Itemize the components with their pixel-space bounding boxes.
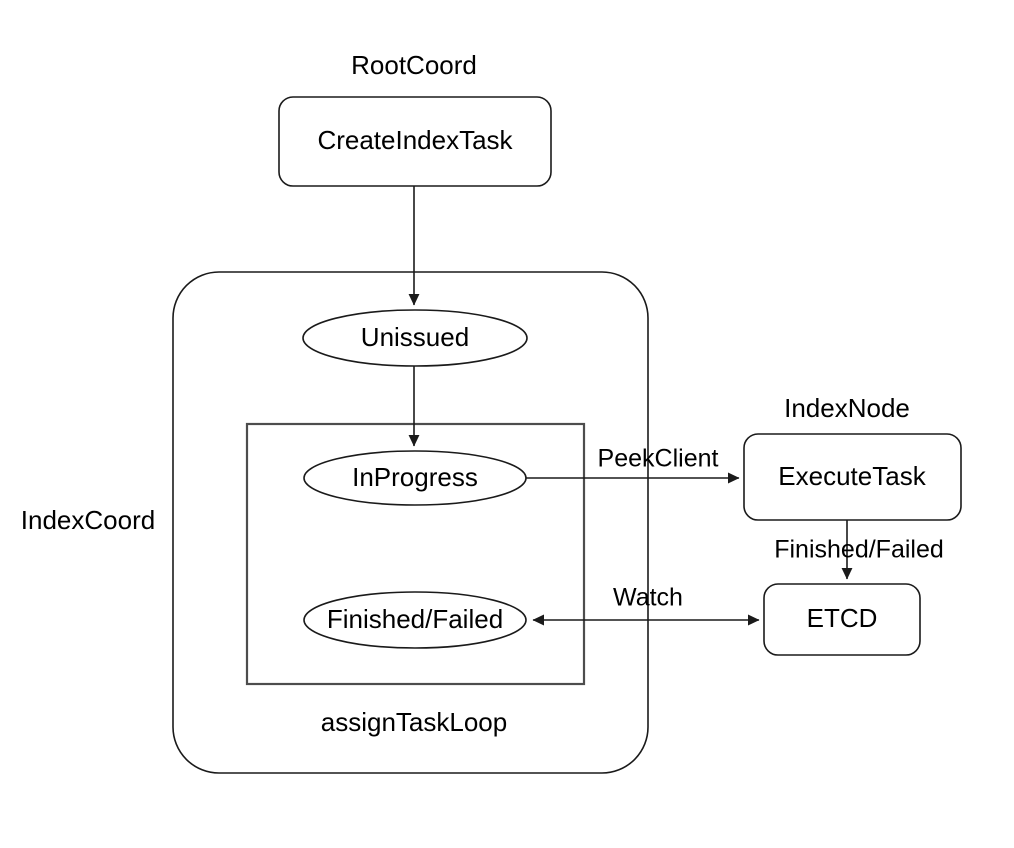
node-unissued[interactable]: Unissued (302, 309, 528, 367)
group-label-assigntaskloop: assignTaskLoop (321, 707, 507, 737)
node-finished-failed[interactable]: Finished/Failed (303, 591, 527, 649)
group-label-indexcoord: IndexCoord (21, 505, 155, 535)
edge-label-watch: Watch (613, 584, 683, 612)
group-label-rootcoord: RootCoord (351, 50, 477, 80)
in-progress-label: InProgress (352, 462, 478, 492)
indexcoord-container (172, 271, 649, 774)
execute-task-label: ExecuteTask (778, 461, 926, 491)
in-progress-shape[interactable] (303, 450, 527, 506)
group-indexcoord: IndexCoord (21, 271, 649, 774)
node-execute-task[interactable]: ExecuteTask (743, 433, 962, 521)
edge-etcd-to-finishedfailed: Watch (532, 584, 760, 626)
create-index-task-shape[interactable] (278, 96, 552, 187)
etcd-shape[interactable] (763, 583, 921, 656)
assigntaskloop-container (245, 422, 586, 686)
execute-task-shape[interactable] (743, 433, 962, 521)
edge-label-peekclient: PeekClient (598, 445, 719, 473)
unissued-shape[interactable] (302, 309, 528, 367)
finished-failed-label: Finished/Failed (327, 604, 503, 634)
edge-label-finished-failed: Finished/Failed (774, 536, 944, 564)
group-assigntaskloop: assignTaskLoop (245, 422, 586, 737)
group-label-indexnode: IndexNode (784, 393, 910, 423)
node-in-progress[interactable]: InProgress (303, 450, 527, 506)
node-create-index-task[interactable]: CreateIndexTask (278, 96, 552, 187)
create-index-task-label: CreateIndexTask (317, 125, 513, 155)
finished-failed-shape[interactable] (303, 591, 527, 649)
node-etcd[interactable]: ETCD (763, 583, 921, 656)
edge-executetask-to-etcd: Finished/Failed (774, 520, 944, 580)
edge-inprogress-to-executetask: PeekClient (526, 445, 740, 484)
unissued-label: Unissued (361, 322, 469, 352)
etcd-label: ETCD (807, 603, 878, 633)
